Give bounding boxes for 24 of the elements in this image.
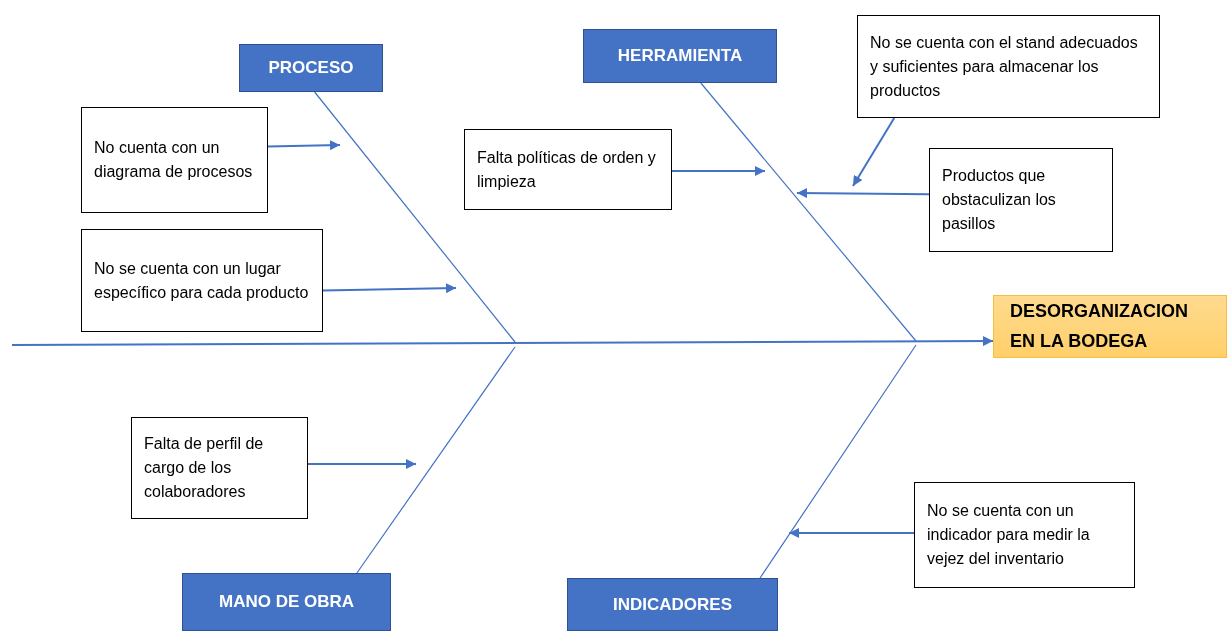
spine-arrow xyxy=(11,336,994,347)
effect-box: DESORGANIZACION EN LA BODEGA xyxy=(993,295,1227,358)
arrow xyxy=(796,188,930,199)
arrow xyxy=(852,117,896,187)
cause-box: No cuenta con un diagrama de procesos xyxy=(81,107,268,213)
category-box: PROCESO xyxy=(239,44,383,92)
bone-line xyxy=(356,346,516,574)
arrow xyxy=(322,283,457,294)
cause-box: No se cuenta con un indicador para medir la vejez del inventario xyxy=(914,482,1135,588)
arrow xyxy=(671,166,766,176)
cause-box: Falta políticas de orden y limpieza xyxy=(464,129,672,210)
cause-box: Productos que obstaculizan los pasillos xyxy=(929,148,1113,252)
arrow xyxy=(267,140,341,151)
cause-box: No se cuenta con un lugar específico para cada producto xyxy=(81,229,323,332)
cause-box: No se cuenta con el stand adecuados y suficientes para almacenar los productos xyxy=(857,15,1160,118)
bone-line xyxy=(314,91,516,343)
category-box: HERRAMIENTA xyxy=(583,29,777,83)
bone-line xyxy=(759,344,917,579)
category-box: MANO DE OBRA xyxy=(182,573,391,631)
arrow xyxy=(788,528,915,538)
cause-box: Falta de perfil de cargo de los colaboradores xyxy=(131,417,308,519)
bone-line xyxy=(700,82,917,342)
arrow xyxy=(307,459,417,469)
category-box: INDICADORES xyxy=(567,578,778,631)
